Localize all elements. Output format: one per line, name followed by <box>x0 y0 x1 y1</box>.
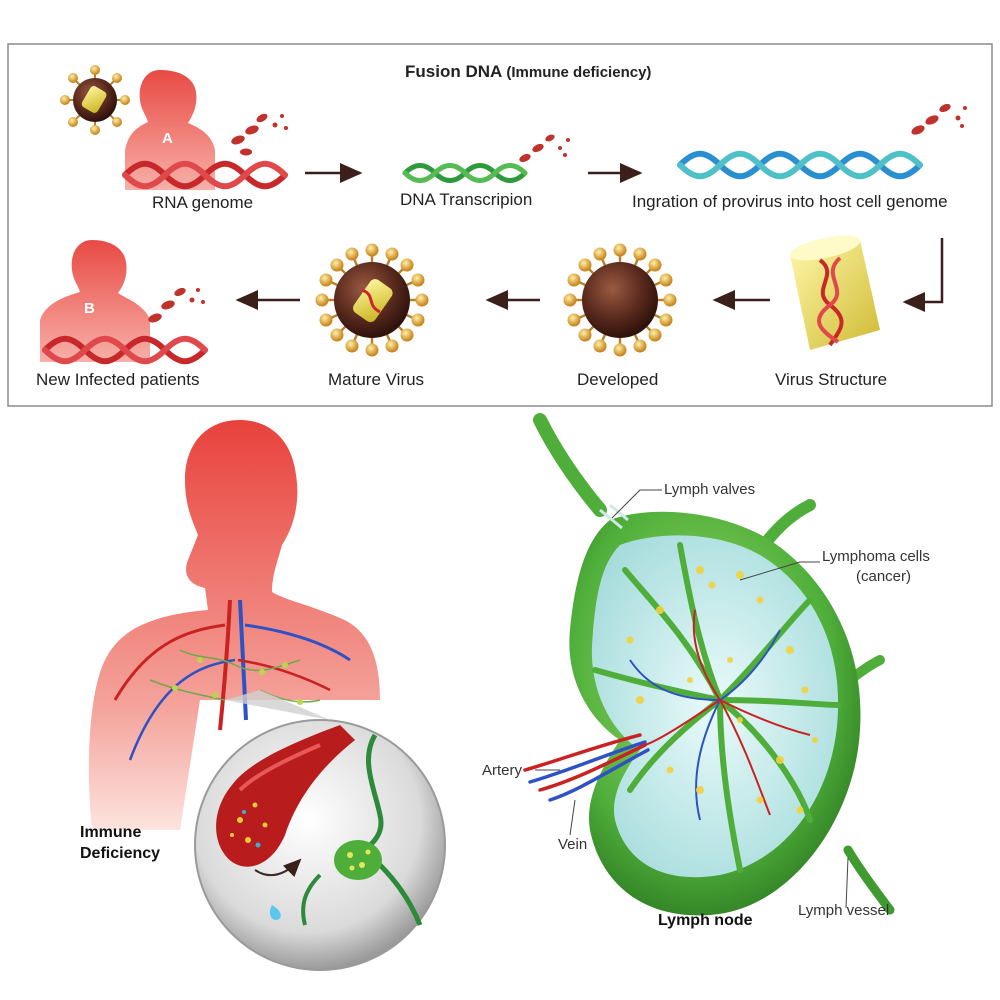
mature-virus <box>315 243 429 357</box>
human-torso-illustration <box>88 420 380 830</box>
label-immune-line1: Immune <box>80 824 142 841</box>
label-lymph-node: Lymph node <box>658 912 753 929</box>
label-artery: Artery <box>482 762 523 779</box>
label-lymph-valves: Lymph valves <box>664 481 756 498</box>
label-lymphoma-line2: (cancer) <box>856 568 912 585</box>
panel-title-sub: (Immune deficiency) <box>506 64 652 81</box>
arrow-bend <box>902 238 944 312</box>
label-developed: Developed <box>577 370 659 389</box>
host-genome-helix <box>677 150 923 180</box>
virus-structure-capsule <box>789 235 880 350</box>
label-new-infected: New Infected patients <box>36 370 200 389</box>
panel-title-main: Fusion DNA <box>405 62 502 81</box>
label-lymphoma-line1: Lymphoma cells <box>822 548 930 565</box>
particles-transcription <box>519 134 570 163</box>
person-b-silhouette <box>40 240 150 362</box>
small-virus-icon <box>60 65 130 135</box>
particles-a <box>231 113 288 156</box>
label-virus-structure: Virus Structure <box>775 370 888 389</box>
panel-title: Fusion DNA (Immune deficiency) <box>405 62 651 82</box>
rna-genome-helix <box>122 160 288 190</box>
label-rna-genome: RNA genome <box>152 193 254 212</box>
developed-virus <box>563 243 677 357</box>
label-immune-line2: Deficiency <box>80 845 161 862</box>
person-a-silhouette <box>125 70 215 190</box>
label-vein: Vein <box>558 836 588 853</box>
label-lymph-vessel: Lymph vessel <box>798 902 890 919</box>
magnifier-lens <box>194 690 446 971</box>
label-mature-virus: Mature Virus <box>328 370 425 389</box>
person-b-letter: B <box>84 300 95 317</box>
lymph-node-illustration <box>523 413 895 916</box>
particles-b <box>148 287 205 323</box>
label-integration: Ingration of provirus into host cell gen… <box>632 192 948 211</box>
label-dna-transcription: DNA Transcripion <box>400 190 533 209</box>
particles-integration <box>911 103 967 135</box>
person-a-letter: A <box>162 130 173 147</box>
dna-transcription-helix <box>402 163 528 183</box>
new-infected-helix <box>42 335 208 365</box>
